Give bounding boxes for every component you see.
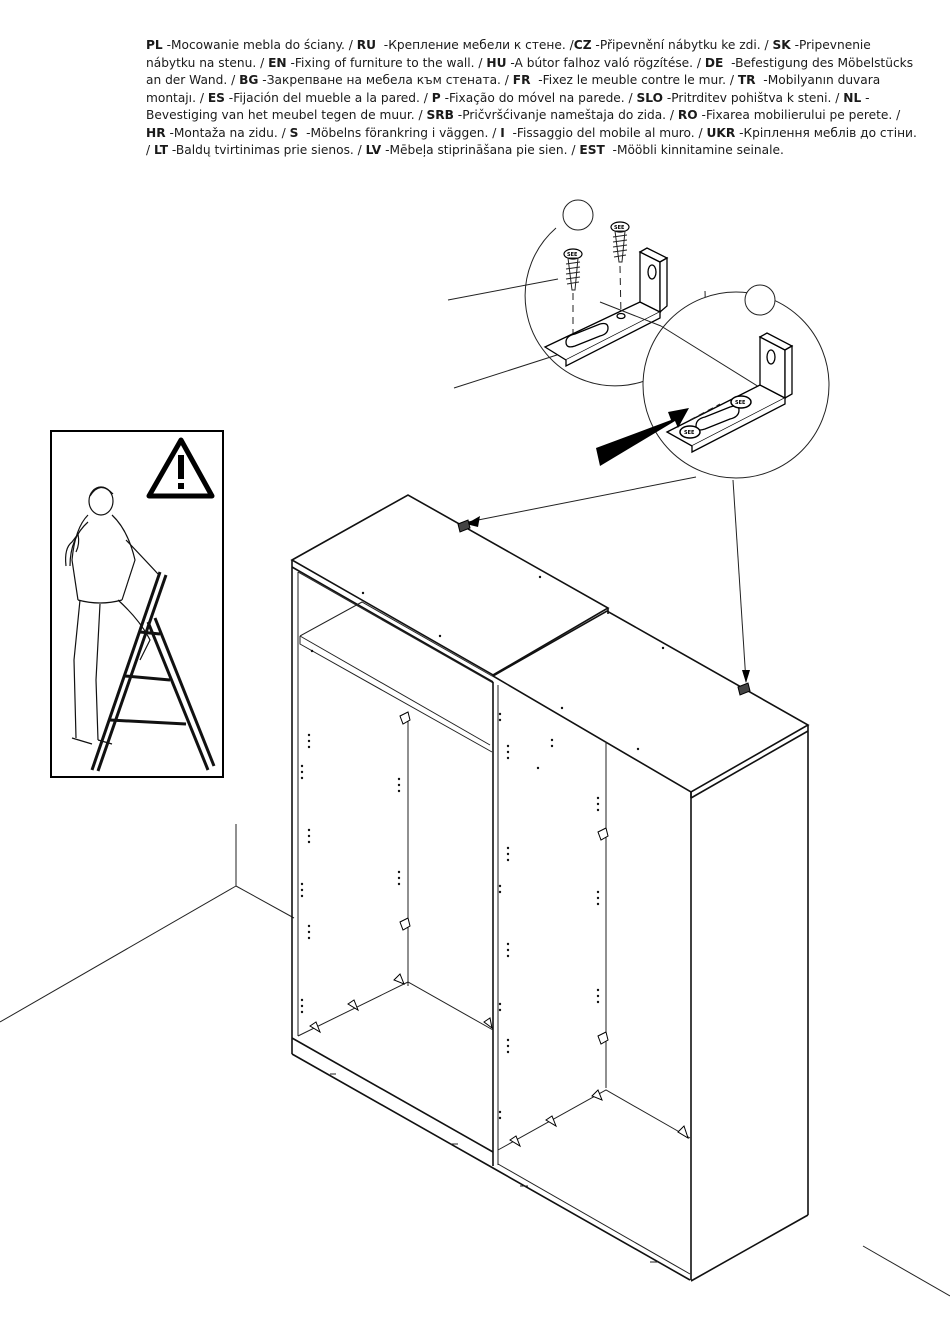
detail-circle-bracket-mounted: SEE SEE	[466, 284, 830, 683]
instruction-translation: Montaža na zidu. /	[173, 125, 290, 140]
language-code: FR	[512, 73, 531, 87]
instruction-translation: Fixez le meuble contre le mur. /	[542, 73, 738, 87]
warning-triangle-icon	[146, 437, 215, 499]
language-separator: -	[376, 38, 389, 52]
instruction-translation: Möbelns förankring i väggen. /	[310, 125, 501, 140]
instruction-translation: Fixing of furniture to the wall. /	[294, 55, 487, 70]
language-code: EST	[579, 143, 605, 157]
language-separator: -	[861, 90, 870, 105]
instruction-translation: Крепление мебели к стене. /	[388, 38, 574, 52]
language-code: TR	[737, 73, 756, 87]
insert-direction-arrow-icon	[596, 408, 689, 466]
language-code: LT	[153, 143, 169, 157]
person-on-ladder-figure	[65, 486, 216, 772]
metal-bracket-exploded	[543, 247, 669, 368]
instruction-translation: Mocowanie mebla do ściany. /	[170, 38, 357, 52]
svg-text:SEE: SEE	[735, 400, 746, 406]
instruction-translation: Baldų tvirtinimas prie sienos. /	[175, 143, 366, 157]
instruction-translation: Mobilyanın duvara montajı. /	[146, 73, 881, 105]
language-code: LV	[365, 143, 382, 157]
language-separator: -	[381, 143, 390, 157]
language-code: HR	[146, 125, 166, 140]
instruction-translation: Pričvršćivanje nameštaja do zida. /	[462, 108, 678, 122]
instruction-translation: Кріплення меблів до стіни. /	[146, 125, 917, 158]
instruction-translation: Pripevnenie nábytku na stenu. /	[146, 38, 871, 70]
metal-bracket-mounted	[665, 332, 794, 454]
language-separator: -	[506, 55, 515, 70]
instruction-translation: Bevestiging van het meubel tegen de muur…	[146, 108, 427, 122]
language-code: PL	[146, 38, 163, 52]
mounted-screw-head-b: SEE	[730, 395, 752, 409]
svg-text:SEE: SEE	[567, 252, 578, 258]
language-code: RU	[356, 38, 377, 52]
instruction-translation: Fixação do móvel na parede. /	[449, 90, 637, 105]
language-separator: -	[663, 90, 672, 105]
language-code: HU	[486, 55, 507, 70]
instruction-translation: Fijación del mueble a la pared. /	[233, 90, 432, 105]
detail-circle-bracket-exploded: SEE SEE	[447, 199, 706, 389]
language-code: I	[500, 125, 505, 140]
instruction-translation: A bútor falhoz való rögzítése. /	[514, 55, 705, 70]
language-code: BG	[239, 73, 259, 87]
svg-text:SEE: SEE	[614, 225, 625, 231]
wardrobe-hole-markers	[300, 575, 665, 1120]
wall-screw-a: SEE	[563, 248, 583, 340]
language-code: SK	[772, 38, 791, 52]
instruction-translation: Mööbli kinnitamine seinale.	[616, 143, 784, 157]
language-separator: -	[604, 143, 617, 157]
instruction-translation: Připevnění nábytku ke zdi. /	[599, 38, 773, 52]
wardrobe-connector-fittings	[309, 519, 751, 1148]
room-wall-lines	[0, 824, 950, 1297]
language-separator: -	[258, 73, 267, 87]
language-separator: -	[165, 125, 174, 140]
wardrobe-carcass	[290, 494, 810, 1282]
language-code: ES	[207, 90, 225, 105]
language-code: DE	[704, 55, 724, 70]
language-separator: -	[298, 125, 311, 140]
language-code: NL	[843, 90, 862, 105]
language-code: EN	[268, 55, 287, 70]
language-code: SLO	[636, 90, 664, 105]
instruction-translation: Fixarea mobilierului pe perete. /	[705, 108, 901, 122]
language-separator: -	[440, 90, 449, 105]
instruction-translation: Pritrditev pohištva k steni. /	[671, 90, 844, 105]
language-code: RO	[677, 108, 698, 122]
svg-text:SEE: SEE	[684, 430, 695, 436]
safety-warning-panel	[50, 430, 224, 778]
language-separator: -	[697, 108, 706, 122]
instruction-translation: Mēbeļa stiprināšana pie sien. /	[389, 143, 580, 157]
language-code: P	[431, 90, 441, 105]
multilingual-instruction-text: PL -Mocowanie mebla do ściany. / RU -Кре…	[146, 37, 921, 160]
language-code: UKR	[706, 125, 736, 140]
instruction-translation: Закрепване на мебела към стената. /	[266, 73, 513, 87]
language-separator: -	[168, 143, 176, 157]
language-separator: -	[286, 55, 295, 70]
language-separator: -	[504, 125, 517, 140]
language-separator: -	[162, 38, 171, 52]
language-code: S	[289, 125, 299, 140]
language-separator: -	[723, 55, 736, 70]
language-separator: -	[453, 108, 463, 122]
instruction-translation: Fissaggio del mobile al muro. /	[516, 125, 707, 140]
language-code: CZ	[573, 38, 592, 52]
language-code: SRB	[426, 108, 454, 122]
language-separator: -	[224, 90, 234, 105]
mounted-screw-head-a: SEE	[679, 425, 701, 439]
wall-screw-b: SEE	[610, 221, 630, 317]
instruction-translation: Befestigung des Möbelstücks an der Wand.…	[146, 55, 914, 88]
language-separator: -	[755, 73, 768, 87]
language-separator: -	[591, 38, 600, 52]
language-separator: -	[735, 125, 744, 140]
language-separator: -	[790, 38, 799, 52]
language-separator: -	[530, 73, 543, 87]
